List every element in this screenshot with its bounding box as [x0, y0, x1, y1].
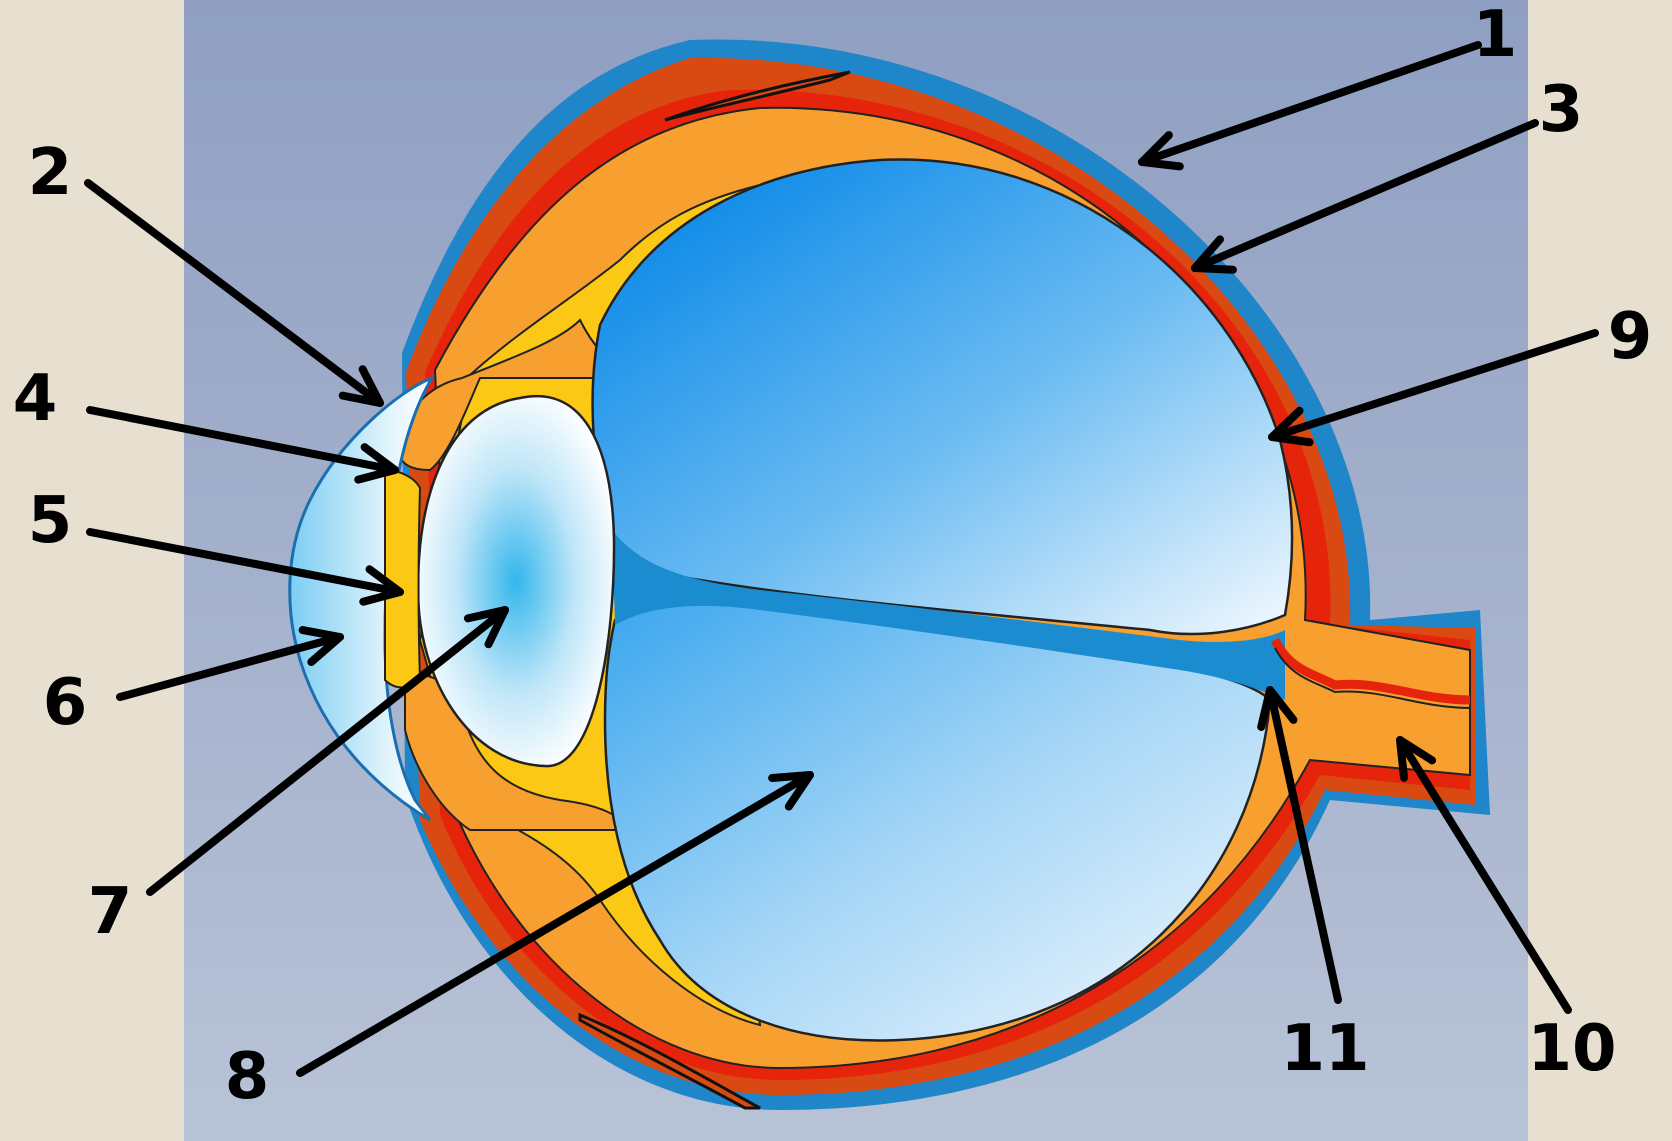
- label-5: 5: [28, 484, 73, 558]
- label-8: 8: [225, 1040, 270, 1114]
- label-1: 1: [1473, 0, 1518, 72]
- label-11: 11: [1280, 1012, 1369, 1086]
- label-4: 4: [13, 362, 58, 436]
- label-2: 2: [28, 136, 73, 210]
- label-3: 3: [1539, 73, 1584, 147]
- label-9: 9: [1608, 300, 1653, 374]
- label-6: 6: [43, 666, 88, 740]
- anterior-chamber: [385, 470, 420, 688]
- label-10: 10: [1527, 1012, 1616, 1086]
- label-7: 7: [88, 875, 133, 949]
